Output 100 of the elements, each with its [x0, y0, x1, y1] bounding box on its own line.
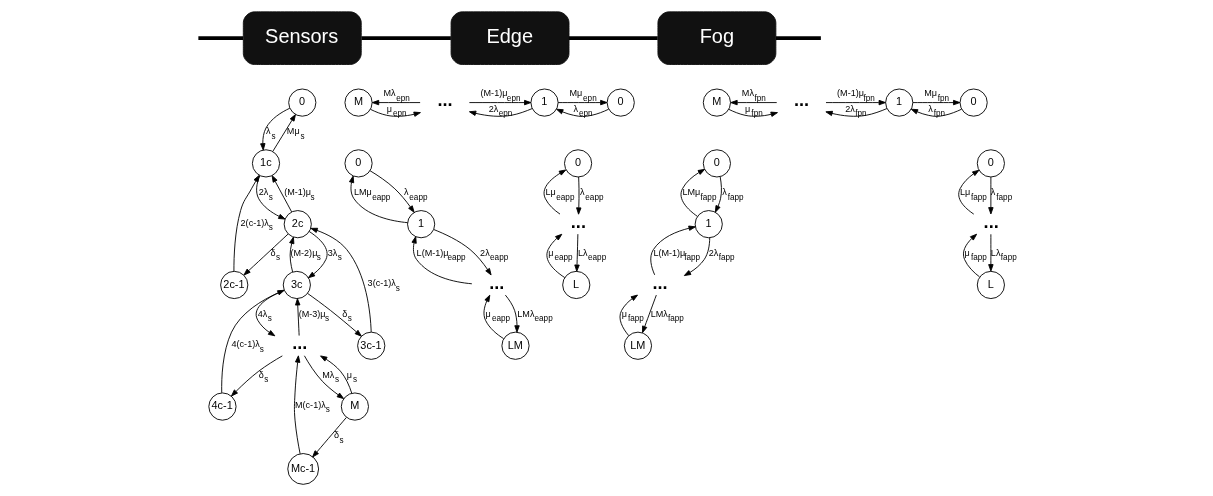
node-circle: 4c-1 [208, 392, 237, 421]
arrow [370, 108, 421, 117]
edge-label: μ$_{eapp}$ [548, 247, 573, 263]
arrow [348, 175, 409, 224]
edge-label: 2λ$_{fpn}$ [845, 103, 867, 119]
node-circle: LM [501, 331, 530, 360]
edge-label: Mλ$_{fpn}$ [741, 88, 766, 103]
connector [569, 36, 658, 40]
edge-label: (M-3)μ$_{s}$ [298, 308, 330, 324]
edge-label: 2(c-1)λ$_{s}$ [240, 217, 273, 233]
edge-label: Mμ$_{epn}$ [569, 88, 597, 103]
edge-label: λ$_{eapp}$ [403, 187, 428, 202]
node-circle: L [562, 270, 591, 299]
edge-label: (M-1)μ$_{s}$ [284, 187, 315, 202]
node-circle: 3c [282, 270, 311, 299]
arrow [504, 294, 520, 333]
edge-label: LMλ$_{eapp}$ [517, 308, 553, 324]
arrow [912, 99, 961, 106]
arrow [543, 169, 567, 215]
node-text: ... [794, 90, 810, 111]
edge-label: Mμ$_{s}$ [286, 126, 305, 141]
node-circle: M [344, 88, 373, 117]
edge-label: (M-1)μ$_{fpn}$ [837, 88, 875, 103]
node-box: Edge [450, 11, 570, 65]
edge-label: λ$_{s}$ [266, 126, 276, 141]
arrow [728, 108, 778, 117]
arrow [433, 229, 492, 276]
arrow [371, 99, 421, 106]
arrow [369, 170, 415, 213]
node-circle: 1c [251, 149, 281, 178]
edge-label: (M-2)μ$_{s}$ [290, 247, 321, 263]
arrow [825, 108, 888, 117]
arrow [958, 169, 980, 215]
arrow [289, 236, 295, 273]
arrow [556, 108, 610, 117]
node-box: Fog [657, 11, 777, 65]
node-circle: L [976, 270, 1005, 299]
edge-label: μ$_{eapp}$ [485, 308, 511, 324]
node-circle: 0 [288, 88, 317, 117]
edge-label: Lλ$_{fapp}$ [990, 247, 1017, 263]
node-circle: M [340, 392, 369, 421]
edge-label: δ$_{s}$ [334, 430, 344, 445]
arrow [293, 355, 301, 455]
edge-label: (M-1)μ$_{epn}$ [480, 88, 521, 103]
arrow [231, 355, 283, 397]
edge-label: 2λ$_{s}$ [258, 187, 273, 202]
arrow [683, 237, 711, 277]
connector [198, 36, 243, 40]
node-text: ... [292, 333, 308, 354]
arrow [468, 108, 533, 117]
node-circle: 0 [959, 88, 988, 117]
arrow [255, 289, 285, 337]
edge-label: λ$_{fapp}$ [722, 187, 744, 202]
edge-label: 2λ$_{eapp}$ [480, 247, 509, 263]
arrow [303, 355, 344, 400]
node-circle: 1 [694, 210, 723, 239]
arrow [910, 108, 963, 117]
node-circle: LM [623, 331, 653, 360]
arrow [272, 114, 296, 152]
arrow [825, 99, 886, 106]
arrow [963, 233, 981, 278]
node-circle: 0 [702, 149, 731, 178]
arrow [243, 233, 289, 276]
edge-label: λ$_{eapp}$ [579, 187, 604, 202]
edge-label: Lμ$_{fapp}$ [960, 187, 987, 202]
edge-label: Lμ$_{eapp}$ [545, 187, 575, 202]
node-circle: 0 [564, 149, 593, 178]
edge-label: L(M-1)μ$_{fapp}$ [653, 247, 701, 263]
node-text: ... [437, 90, 453, 111]
node-circle: 0 [606, 88, 635, 117]
arrow [295, 298, 301, 336]
arrow [650, 225, 696, 276]
arrow [988, 176, 994, 215]
edge-label: 3(c-1)λ$_{s}$ [367, 278, 400, 293]
edge-label: μ$_{epn}$ [386, 103, 407, 119]
node-circle: 3c-1 [357, 331, 386, 360]
connector [361, 36, 451, 40]
edge-label: Mμ$_{fpn}$ [924, 88, 950, 103]
arrow [233, 174, 260, 272]
edge-label: M(c-1)λ$_{s}$ [295, 399, 330, 415]
arrow [312, 417, 347, 458]
arrow [642, 294, 657, 334]
node-circle: 2c [283, 210, 312, 239]
edge-label: 2λ$_{fapp}$ [708, 247, 735, 263]
edge-label: L(M-1)μ$_{eapp}$ [416, 247, 466, 263]
node-circle: 1 [407, 210, 436, 239]
edge-label: μ$_{fapp}$ [621, 308, 644, 324]
arrow [680, 168, 706, 217]
edge-label: λ$_{fapp}$ [990, 187, 1013, 202]
edge-label: μ$_{fpn}$ [745, 103, 763, 119]
arrow [988, 233, 994, 272]
arrow [730, 99, 778, 106]
edge-label: 3λ$_{s}$ [327, 247, 342, 263]
node-circle: M [702, 88, 731, 117]
arrow [307, 231, 328, 279]
edge-label: Mλ$_{epn}$ [383, 88, 410, 103]
edge-label: LMμ$_{fapp}$ [682, 187, 717, 202]
arrow [256, 175, 286, 220]
edge-label: δ$_{s}$ [270, 247, 281, 263]
arrow [320, 355, 353, 394]
